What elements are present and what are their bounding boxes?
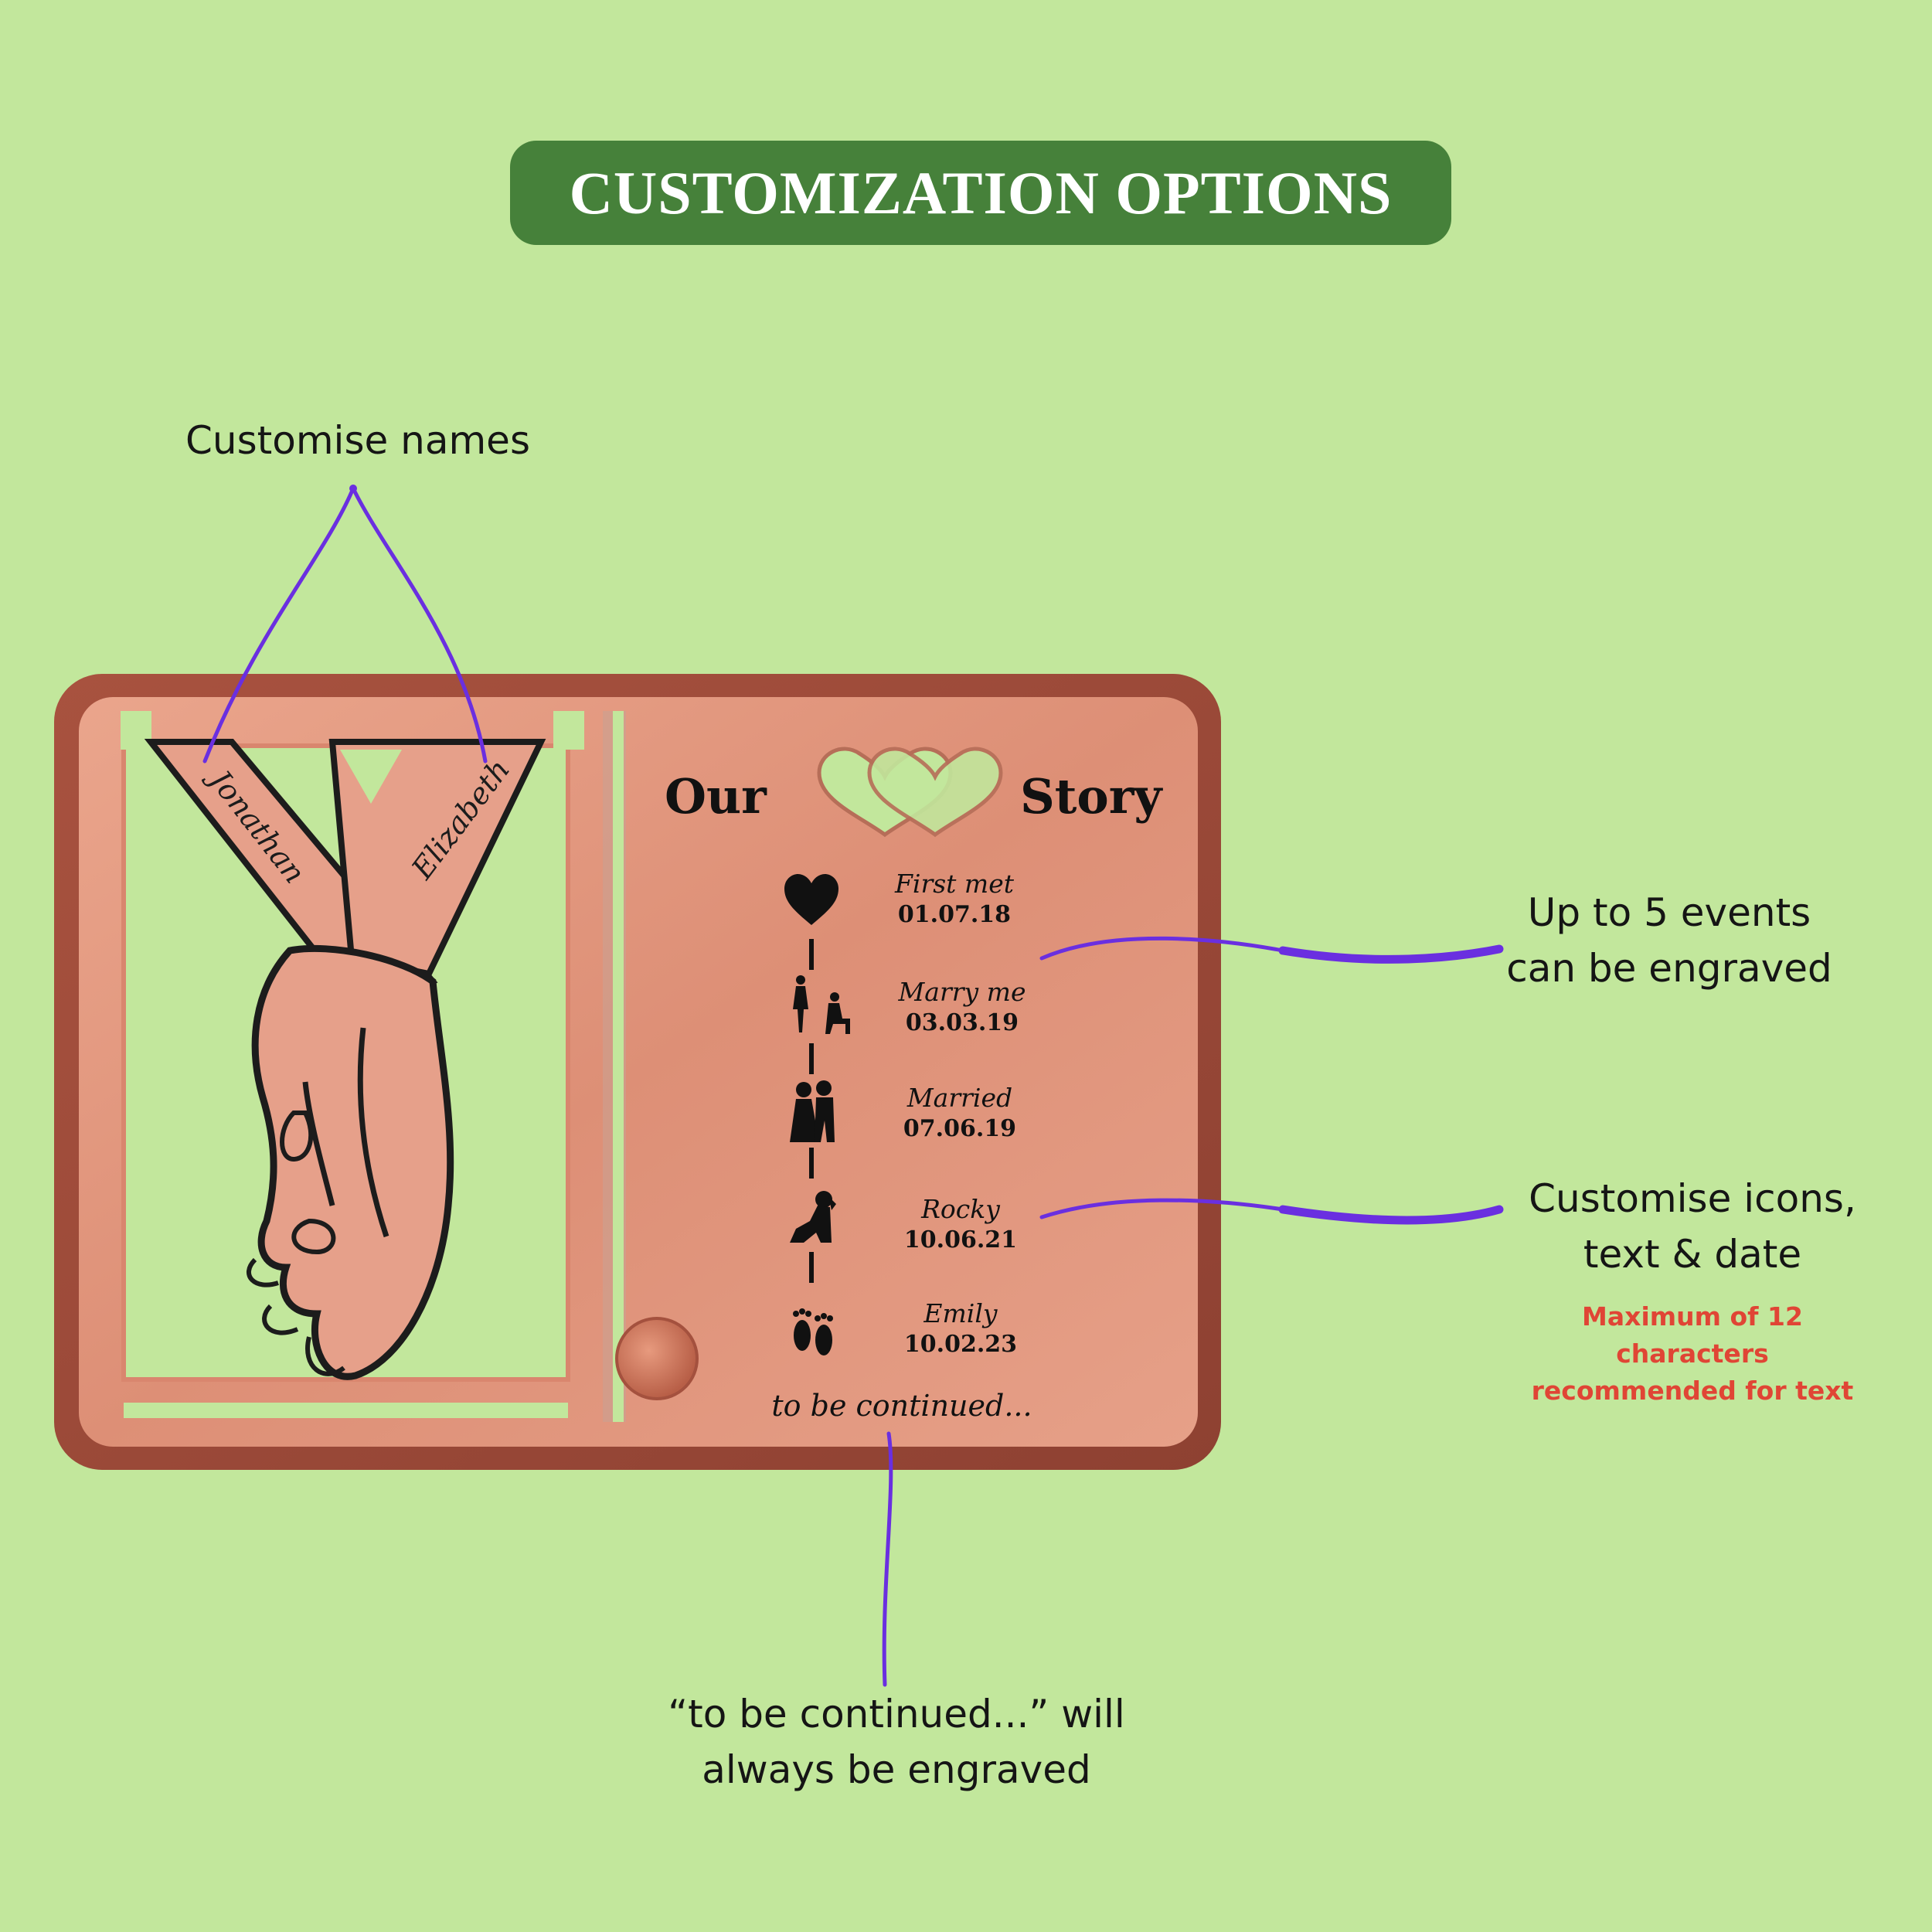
story-title-left: Our — [665, 768, 767, 825]
double-heart-icon — [817, 747, 1003, 838]
character-limit-line3: recommended for text — [1531, 1376, 1854, 1406]
character-limit-line1: Maximum of 12 — [1582, 1301, 1803, 1332]
event-date: 03.03.19 — [906, 1009, 1019, 1036]
event-date: 10.06.21 — [904, 1226, 1017, 1253]
window-bottom-slot — [124, 1403, 568, 1418]
events-annotation: Up to 5 events can be engraved — [1492, 885, 1847, 996]
event-date: 01.07.18 — [898, 901, 1011, 928]
window-side-slot — [613, 711, 624, 1422]
window-slot-left — [121, 711, 151, 750]
names-annotation: Customise names — [185, 413, 530, 468]
event-title: Married — [906, 1083, 1012, 1113]
proposal-icon — [793, 975, 850, 1034]
continued-annotation-line2: always be engraved — [702, 1747, 1091, 1792]
event-title: Marry me — [898, 977, 1026, 1007]
event-title: First met — [894, 869, 1015, 899]
story-title-right: Story — [1020, 768, 1163, 825]
pointer-lines — [202, 485, 1504, 1687]
dog-icon — [790, 1191, 836, 1243]
baby-feet-icon — [793, 1308, 833, 1355]
event-date: 10.02.23 — [904, 1331, 1017, 1358]
continued-annotation-line1: “to be continued...” will — [668, 1692, 1125, 1736]
continued-annotation: “to be continued...” will always be engr… — [641, 1686, 1151, 1798]
character-limit-line2: characters — [1616, 1338, 1769, 1369]
event-date: 07.06.19 — [903, 1115, 1016, 1142]
page-title: CUSTOMIZATION OPTIONS — [569, 158, 1393, 226]
events-annotation-line2: can be engraved — [1506, 946, 1832, 991]
window-slot-right — [553, 711, 584, 750]
arm-right — [328, 739, 546, 978]
hands — [251, 944, 454, 1380]
icons-annotation-line1: Customise icons, — [1529, 1176, 1856, 1221]
plaque-footer: to be continued... — [771, 1389, 1032, 1423]
names-annotation-text: Customise names — [185, 418, 530, 463]
heart-icon — [784, 873, 838, 925]
couple-icon — [790, 1080, 835, 1142]
icons-annotation-line2: text & date — [1583, 1232, 1802, 1277]
event-title: Rocky — [920, 1194, 1000, 1224]
icons-annotation: Customise icons, text & date — [1515, 1171, 1870, 1282]
event-title: Emily — [923, 1298, 997, 1328]
title-banner: CUSTOMIZATION OPTIONS — [510, 141, 1451, 245]
events-annotation-line1: Up to 5 events — [1527, 890, 1811, 935]
character-limit-note: Maximum of 12 characters recommended for… — [1519, 1298, 1866, 1410]
plaque-knob — [615, 1317, 699, 1400]
